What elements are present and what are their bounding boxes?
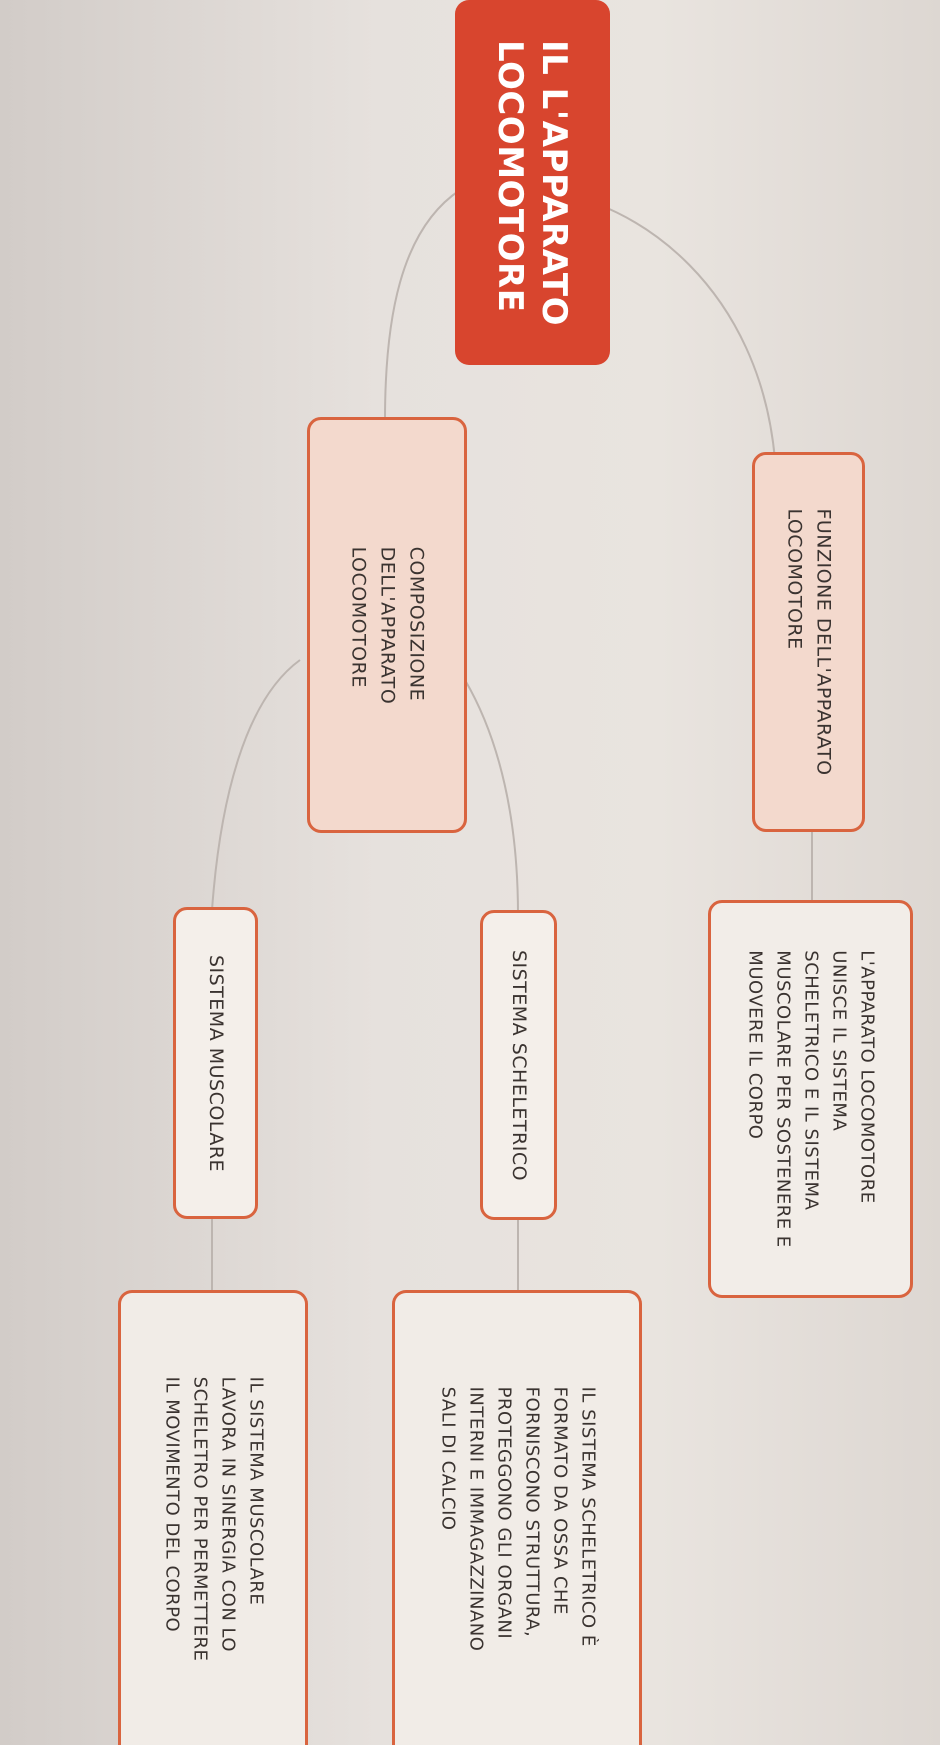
node-funzione-label: FUNZIONE DELL'APPARATO LOCOMOTORE xyxy=(783,508,835,776)
node-sistema-scheletrico-label: SISTEMA SCHELETRICO xyxy=(508,949,531,1181)
connector-composizione-scheletrico xyxy=(464,679,519,916)
main-title-line2: LOCOMOTORE xyxy=(490,39,531,312)
node-funzione: FUNZIONE DELL'APPARATO LOCOMOTORE xyxy=(752,452,865,832)
node-scheletrico-desc: IL SISTEMA SCHELETRICO È FORMATO DA OSSA… xyxy=(392,1290,642,1745)
connector-composizione-muscolare xyxy=(211,659,301,911)
node-sistema-muscolare-label: SISTEMA MUSCOLARE xyxy=(205,954,228,1172)
main-title-line1: IL L'APPARATO xyxy=(534,39,575,326)
node-scheletrico-desc-text: IL SISTEMA SCHELETRICO È FORMATO DA OSSA… xyxy=(437,1386,598,1652)
node-muscolare-desc-text: IL SISTEMA MUSCOLARE LAVORA IN SINERGIA … xyxy=(161,1376,266,1662)
node-composizione: COMPOSIZIONE DELL'APPARATO LOCOMOTORE xyxy=(307,417,467,833)
node-funzione-desc: L'APPARATO LOCOMOTORE UNISCE IL SISTEMA … xyxy=(708,900,913,1298)
connector-title-composizione xyxy=(384,189,461,421)
node-sistema-muscolare: SISTEMA MUSCOLARE xyxy=(173,907,258,1219)
main-title: IL L'APPARATO LOCOMOTORE xyxy=(489,39,577,325)
node-muscolare-desc: IL SISTEMA MUSCOLARE LAVORA IN SINERGIA … xyxy=(118,1290,308,1745)
node-composizione-label: COMPOSIZIONE DELL'APPARATO LOCOMOTORE xyxy=(347,546,428,704)
main-title-box: IL L'APPARATO LOCOMOTORE xyxy=(455,0,610,365)
node-funzione-desc-text: L'APPARATO LOCOMOTORE UNISCE IL SISTEMA … xyxy=(744,950,878,1248)
node-sistema-scheletrico: SISTEMA SCHELETRICO xyxy=(480,910,557,1220)
